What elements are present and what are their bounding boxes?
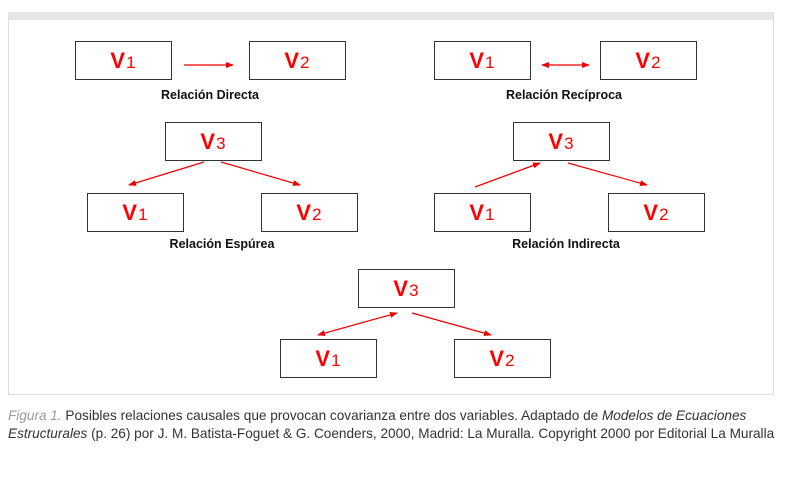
box-outline: [358, 269, 455, 308]
label-relacion-reciproca: Relación Recíproca: [506, 88, 623, 102]
variable-box-v1: V1: [434, 41, 531, 80]
variable-label: V1: [469, 200, 494, 225]
box-outline: [165, 122, 262, 161]
variable-box-v1: V1: [87, 193, 184, 232]
box-outline: [434, 193, 531, 232]
variable-box-v3: V3: [358, 269, 455, 308]
arrow-v3-to-v2: [411, 312, 492, 337]
box-outline: [600, 41, 697, 80]
arrow-v3-to-v2: [220, 161, 301, 186]
arrow-v1-v3-bidirectional: [317, 311, 398, 337]
box-outline: [261, 193, 358, 232]
arrow-v1-to-v3: [474, 162, 541, 188]
variable-label: V2: [296, 200, 321, 225]
figure-panel: [8, 12, 774, 395]
caption-book-title: Modelos de Ecuaciones Estructurales: [8, 408, 747, 441]
variable-label: V1: [110, 48, 135, 73]
variable-label: V3: [200, 129, 225, 154]
variable-label: V2: [643, 200, 668, 225]
variable-box-v1: V1: [75, 41, 172, 80]
figure-caption: Figura 1. Posibles relaciones causales q…: [8, 407, 778, 442]
label-relacion-directa: Relación Directa: [161, 88, 260, 102]
caption-source: (p. 26) por J. M. Batista-Foguet & G. Co…: [87, 425, 775, 441]
box-outline: [87, 193, 184, 232]
box-outline: [280, 339, 377, 378]
variable-box-v3: V3: [513, 122, 610, 161]
box-outline: [434, 41, 531, 80]
label-relacion-espurea: Relación Espúrea: [170, 237, 276, 251]
caption-text: Posibles relaciones causales que provoca…: [61, 408, 602, 423]
variable-box-v2: V2: [608, 193, 705, 232]
variable-label: V2: [489, 346, 514, 371]
box-outline: [513, 122, 610, 161]
variable-label: V1: [122, 200, 147, 225]
variable-label: V3: [393, 276, 418, 301]
variable-label: V1: [469, 48, 494, 73]
variable-label: V3: [548, 129, 573, 154]
label-relacion-indirecta: Relación Indirecta: [512, 237, 621, 251]
variable-box-v2: V2: [600, 41, 697, 80]
variable-box-v1: V1: [280, 339, 377, 378]
box-outline: [249, 41, 346, 80]
arrow-v3-to-v2: [567, 162, 648, 187]
variable-label: V2: [635, 48, 660, 73]
variable-label: V1: [315, 346, 340, 371]
box-outline: [608, 193, 705, 232]
variable-box-v2: V2: [249, 41, 346, 80]
variable-box-v2: V2: [261, 193, 358, 232]
figure-label: Figura 1.: [8, 408, 62, 423]
variable-label: V2: [284, 48, 309, 73]
arrow-v3-to-v1: [128, 161, 205, 186]
variable-box-v3: V3: [165, 122, 262, 161]
box-outline: [75, 41, 172, 80]
box-outline: [454, 339, 551, 378]
variable-box-v1: V1: [434, 193, 531, 232]
variable-box-v2: V2: [454, 339, 551, 378]
